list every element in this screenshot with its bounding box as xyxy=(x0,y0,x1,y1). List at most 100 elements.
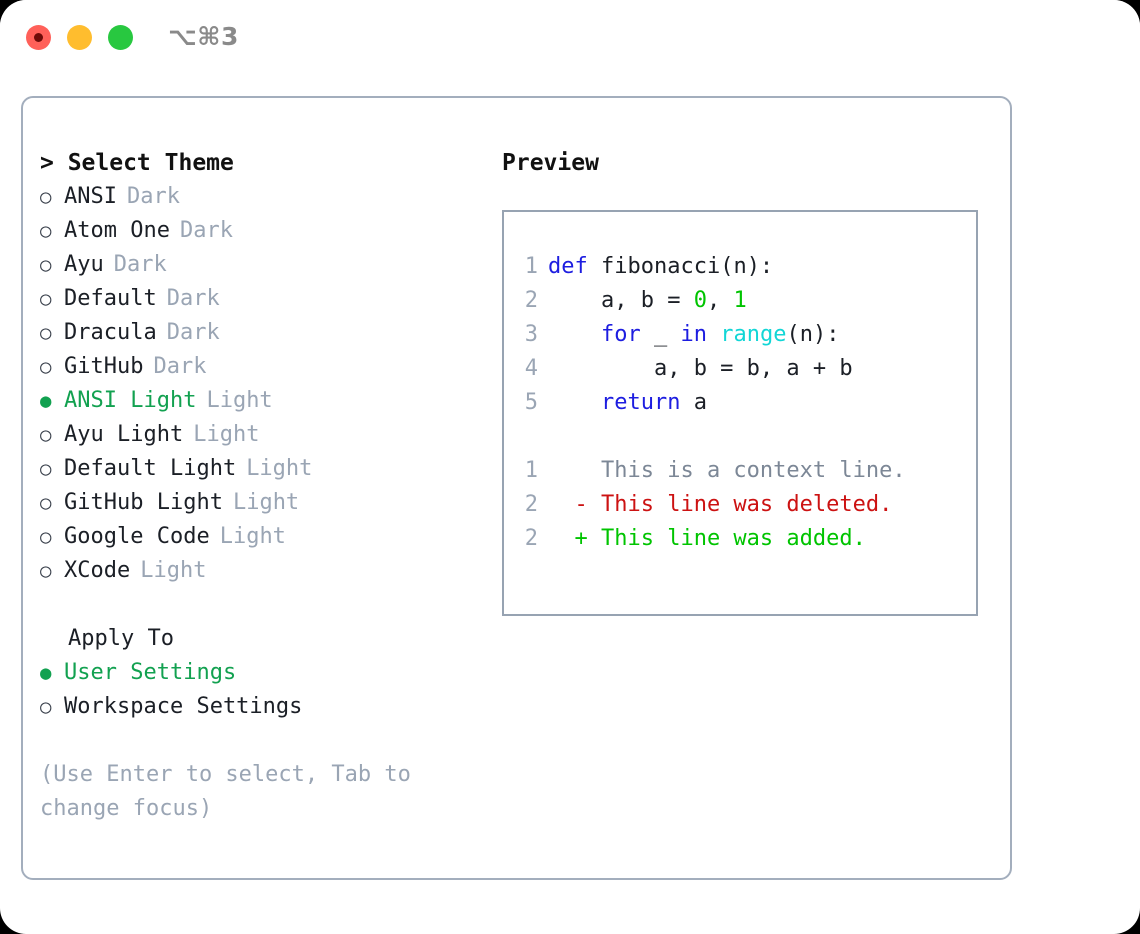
theme-option-ayu[interactable]: ○ Ayu Dark xyxy=(40,248,480,282)
diff-line-number: 2 xyxy=(524,492,538,517)
window-controls xyxy=(26,25,133,50)
theme-option-label: Atom One xyxy=(64,218,170,243)
theme-option-variant: Light xyxy=(193,422,260,447)
code-token-id xyxy=(707,322,720,347)
code-token-kw: return xyxy=(600,390,681,415)
keyboard-shortcut-label: ⌥⌘3 xyxy=(168,22,239,51)
code-line-text: a, b = b, a + b xyxy=(548,352,853,386)
code-line-text: return a xyxy=(548,386,707,420)
theme-option-ansi-light[interactable]: ● ANSI Light Light xyxy=(40,384,480,418)
radio-unselected-icon: ○ xyxy=(40,254,52,276)
radio-unselected-icon: ○ xyxy=(40,322,52,344)
theme-option-variant: Light xyxy=(140,558,207,583)
close-button-icon[interactable] xyxy=(26,25,51,50)
code-line-text: for _ in range(n): xyxy=(548,318,839,352)
diff-line-number: 2 xyxy=(524,526,538,551)
code-token-id xyxy=(548,390,601,415)
diff-line-number: 1 xyxy=(524,458,538,483)
select-theme-heading: > Select Theme xyxy=(40,150,234,176)
theme-option-variant: Light xyxy=(219,524,286,549)
diff-line: 1 This is a context line. xyxy=(504,454,976,488)
theme-option-dracula[interactable]: ○ Dracula Dark xyxy=(40,316,480,350)
radio-unselected-icon: ○ xyxy=(40,424,52,446)
preview-spacer xyxy=(504,420,976,454)
code-token-id: (n): xyxy=(786,322,840,347)
theme-option-variant: Dark xyxy=(166,286,220,311)
theme-option-label: Default Light xyxy=(64,456,237,481)
radio-unselected-icon: ○ xyxy=(40,526,52,548)
diff-line-text: This is a context line. xyxy=(548,458,906,483)
minimize-button-icon[interactable] xyxy=(67,25,92,50)
code-line: 2 a, b = 0, 1 xyxy=(504,284,976,318)
code-token-id: a, b = b, a + b xyxy=(548,356,853,381)
code-line-text: def fibonacci(n): xyxy=(548,250,773,284)
radio-unselected-icon: ○ xyxy=(40,458,52,480)
theme-option-variant: Dark xyxy=(113,252,167,277)
theme-option-label: Dracula xyxy=(64,320,157,345)
theme-option-default[interactable]: ○ Default Dark xyxy=(40,282,480,316)
theme-option-label: XCode xyxy=(64,558,131,583)
code-line: 3 for _ in range(n): xyxy=(504,318,976,352)
diff-line-text: - This line was deleted. xyxy=(548,492,893,517)
line-number: 3 xyxy=(524,322,538,347)
apply-to-option-workspace-settings[interactable]: ○ Workspace Settings xyxy=(40,690,480,724)
code-token-kw: for xyxy=(600,322,641,347)
radio-selected-icon: ● xyxy=(40,662,52,684)
theme-option-github-light[interactable]: ○ GitHub Light Light xyxy=(40,486,480,520)
theme-option-label: Ayu xyxy=(64,252,104,277)
diff-line-text: + This line was added. xyxy=(548,526,866,551)
code-token-id: _ xyxy=(640,322,681,347)
line-number: 1 xyxy=(524,254,538,279)
preview-heading: Preview xyxy=(502,150,599,176)
theme-option-variant: Dark xyxy=(153,354,207,379)
radio-unselected-icon: ○ xyxy=(40,186,52,208)
title-bar: ⌥⌘3 xyxy=(0,0,1140,78)
apply-to-option-label: Workspace Settings xyxy=(64,694,303,719)
radio-selected-icon: ● xyxy=(40,390,52,412)
code-line: 5 return a xyxy=(504,386,976,420)
theme-option-label: GitHub xyxy=(64,354,144,379)
code-token-id: a, b = xyxy=(548,288,694,313)
maximize-button-icon[interactable] xyxy=(108,25,133,50)
radio-unselected-icon: ○ xyxy=(40,220,52,242)
theme-option-ayu-light[interactable]: ○ Ayu Light Light xyxy=(40,418,480,452)
theme-option-default-light[interactable]: ○ Default Light Light xyxy=(40,452,480,486)
code-token-id: , xyxy=(706,288,734,313)
theme-option-label: Google Code xyxy=(64,524,210,549)
radio-unselected-icon: ○ xyxy=(40,288,52,310)
radio-unselected-icon: ○ xyxy=(40,696,52,718)
code-token-id xyxy=(548,322,601,347)
theme-option-variant: Light xyxy=(246,456,313,481)
code-token-kw: in xyxy=(680,322,707,347)
theme-option-label: ANSI Light xyxy=(64,388,197,413)
radio-unselected-icon: ○ xyxy=(40,492,52,514)
code-line: 1 def fibonacci(n): xyxy=(504,250,976,284)
diff-line: 2 - This line was deleted. xyxy=(504,488,976,522)
theme-option-google-code[interactable]: ○ Google Code Light xyxy=(40,520,480,554)
theme-option-label: GitHub Light xyxy=(64,490,223,515)
radio-unselected-icon: ○ xyxy=(40,560,52,582)
code-token-num: 1 xyxy=(733,288,747,313)
apply-to-option-label: User Settings xyxy=(64,660,237,685)
theme-option-xcode[interactable]: ○ XCode Light xyxy=(40,554,480,588)
apply-to-list[interactable]: ● User Settings ○ Workspace Settings xyxy=(40,656,480,724)
line-number: 2 xyxy=(524,288,538,313)
theme-option-variant: Light xyxy=(206,388,273,413)
line-number: 4 xyxy=(524,356,538,381)
diff-line: 2 + This line was added. xyxy=(504,522,976,556)
theme-option-label: Default xyxy=(64,286,157,311)
theme-option-label: Ayu Light xyxy=(64,422,184,447)
theme-option-variant: Light xyxy=(232,490,300,515)
theme-option-variant: Dark xyxy=(166,320,220,345)
code-line-text: a, b = 0, 1 xyxy=(548,284,747,318)
apply-to-option-user-settings[interactable]: ● User Settings xyxy=(40,656,480,690)
theme-option-variant: Dark xyxy=(126,184,180,209)
